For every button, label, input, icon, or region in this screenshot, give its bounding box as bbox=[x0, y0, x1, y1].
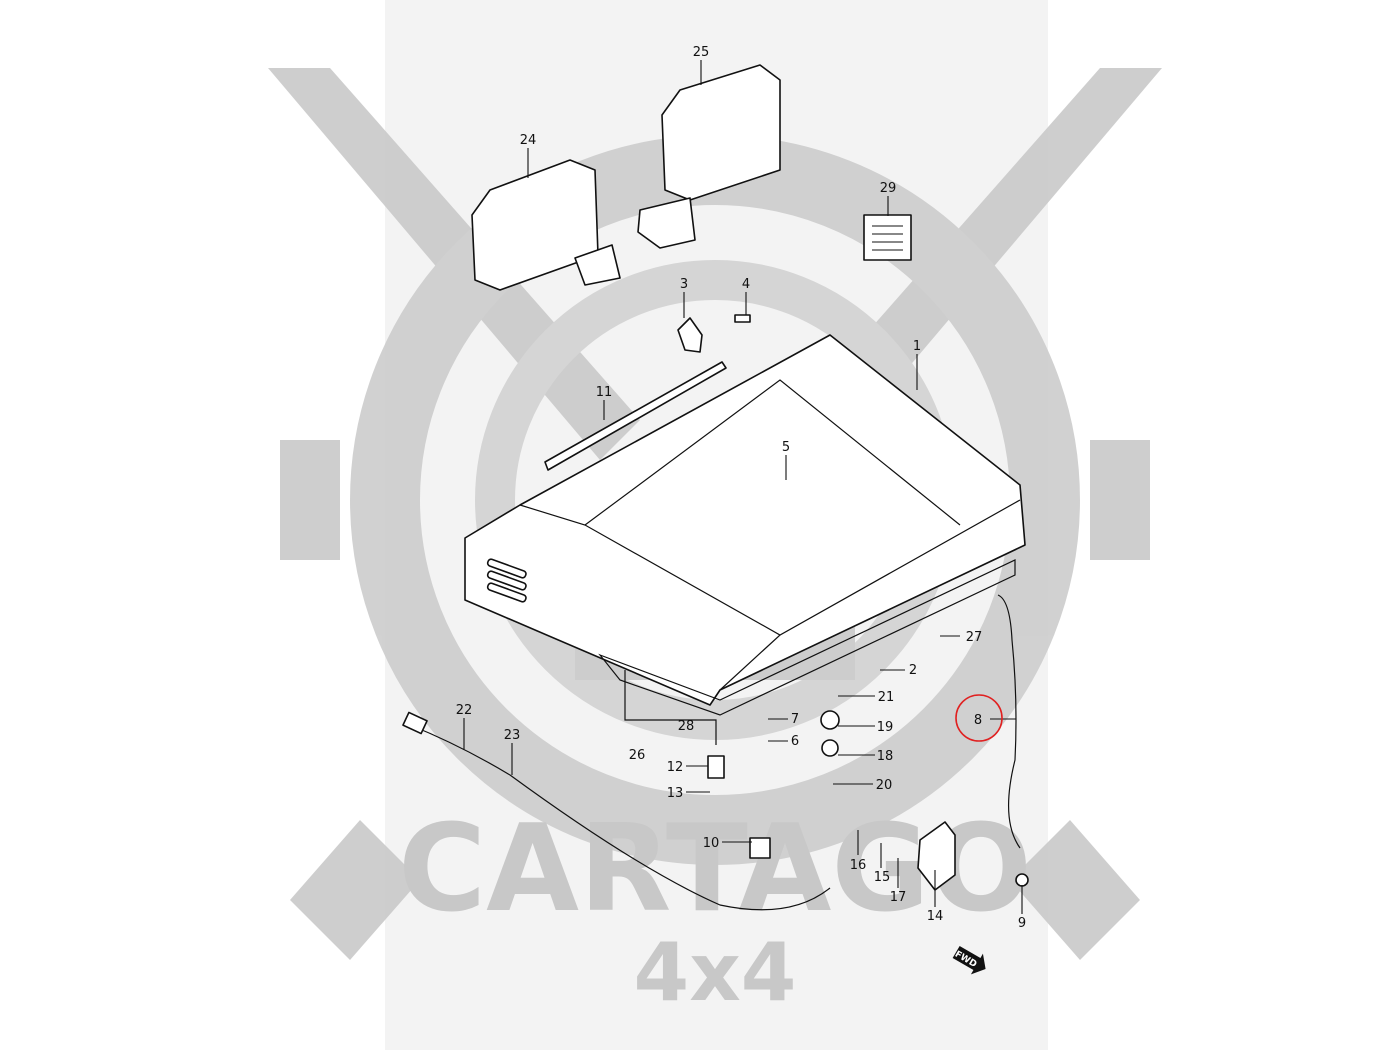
callout-25[interactable]: 25 bbox=[693, 45, 710, 60]
callout-18[interactable]: 18 bbox=[877, 749, 894, 764]
callout-21[interactable]: 21 bbox=[878, 690, 895, 705]
callout-4[interactable]: 4 bbox=[742, 277, 750, 292]
callout-6[interactable]: 6 bbox=[791, 734, 799, 749]
watermark-logo: CARTAGO 4x4 bbox=[268, 68, 1162, 1019]
weatherstrip-part bbox=[544, 361, 727, 471]
callout-2[interactable]: 2 bbox=[909, 663, 917, 678]
callout-8[interactable]: 8 bbox=[974, 713, 982, 728]
callout-5[interactable]: 5 bbox=[782, 440, 790, 455]
spring-part bbox=[820, 710, 840, 730]
callout-22[interactable]: 22 bbox=[456, 703, 473, 718]
release-cable-part bbox=[409, 724, 831, 911]
callout-27[interactable]: 27 bbox=[966, 630, 983, 645]
clip-9-part bbox=[1015, 873, 1029, 887]
callout-20[interactable]: 20 bbox=[876, 778, 893, 793]
callout-labels: 1 2 3 4 5 6 7 8 9 10 11 12 13 14 15 16 1… bbox=[456, 45, 1026, 931]
callout-23[interactable]: 23 bbox=[504, 728, 521, 743]
hood-part bbox=[464, 334, 1026, 716]
callout-1[interactable]: 1 bbox=[913, 339, 921, 354]
release-handle-part bbox=[402, 711, 428, 735]
watermark-subtext: 4x4 bbox=[634, 926, 797, 1019]
callout-13[interactable]: 13 bbox=[667, 786, 684, 801]
callout-15[interactable]: 15 bbox=[874, 870, 891, 885]
callout-3[interactable]: 3 bbox=[680, 277, 688, 292]
clip-part bbox=[749, 837, 771, 859]
callout-26[interactable]: 26 bbox=[629, 748, 646, 763]
mirror-left-part bbox=[471, 159, 621, 291]
bolt-part bbox=[734, 314, 751, 323]
latch-part bbox=[917, 821, 956, 891]
callout-28[interactable]: 28 bbox=[678, 719, 695, 734]
support-rod-part bbox=[997, 594, 1021, 849]
callout-17[interactable]: 17 bbox=[890, 890, 907, 905]
hood-vents bbox=[486, 558, 527, 603]
bumper-part bbox=[707, 755, 725, 779]
callout-10[interactable]: 10 bbox=[703, 836, 720, 851]
callout-29[interactable]: 29 bbox=[880, 181, 897, 196]
callout-16[interactable]: 16 bbox=[850, 858, 867, 873]
callout-11[interactable]: 11 bbox=[596, 385, 613, 400]
hinge-part bbox=[677, 317, 703, 353]
washer-part bbox=[821, 739, 839, 757]
mirror-right-part bbox=[637, 64, 781, 249]
callout-7[interactable]: 7 bbox=[791, 712, 799, 727]
callout-9[interactable]: 9 bbox=[1018, 916, 1026, 931]
callout-24[interactable]: 24 bbox=[520, 133, 537, 148]
leader-lines bbox=[463, 60, 1023, 914]
callout-12[interactable]: 12 bbox=[667, 760, 684, 775]
label-plate-part bbox=[863, 214, 912, 261]
highlight-circle bbox=[955, 694, 1003, 742]
callout-14[interactable]: 14 bbox=[927, 909, 944, 924]
callout-19[interactable]: 19 bbox=[877, 720, 894, 735]
